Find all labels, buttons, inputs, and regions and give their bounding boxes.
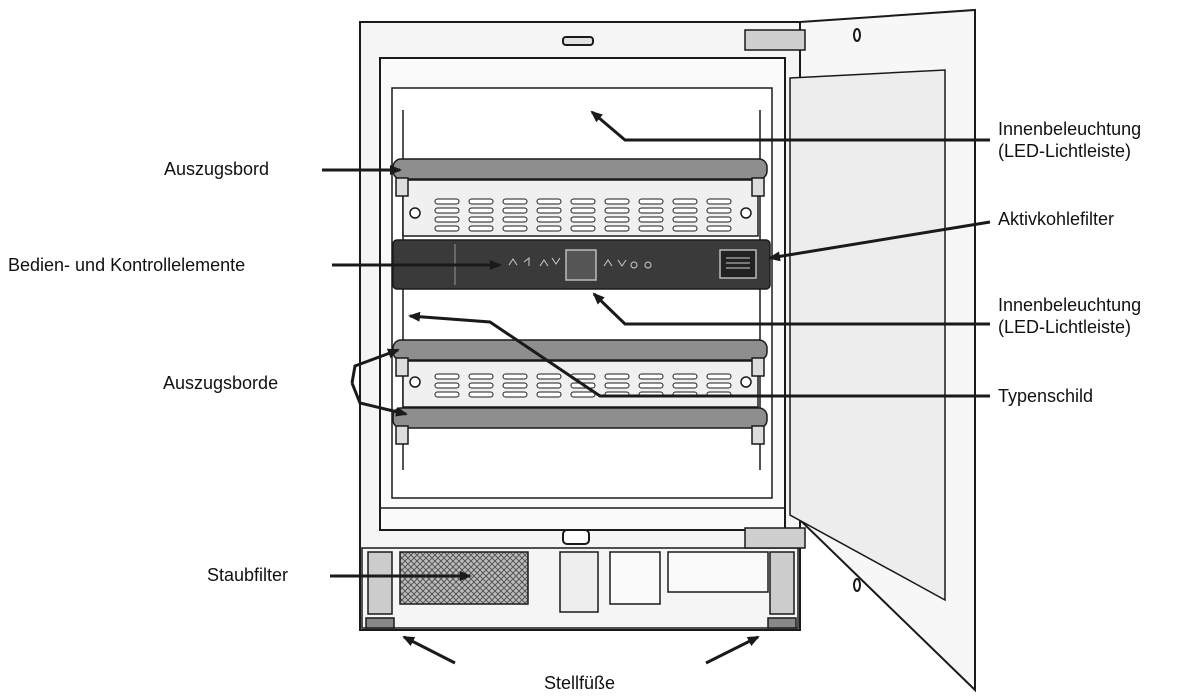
vent-slot <box>434 216 460 223</box>
vent-slot <box>604 225 630 232</box>
vent-slot <box>434 382 460 389</box>
vent-slot <box>706 207 732 214</box>
label-stellfuesse: Stellfüße <box>544 673 616 693</box>
vent-slot <box>706 225 732 232</box>
vent-slot <box>638 207 664 214</box>
label-innenbeleuchtung-1-line1: Innenbeleuchtung <box>998 119 1142 139</box>
vent-slot <box>434 391 460 398</box>
vent-slot <box>434 198 460 205</box>
vent-slot <box>604 216 630 223</box>
vent-slot <box>536 382 562 389</box>
vent-slot <box>604 207 630 214</box>
top-shelf <box>392 158 768 237</box>
vent-slot <box>638 198 664 205</box>
vent-slot <box>502 207 528 214</box>
vent-slot <box>536 216 562 223</box>
vent-slot <box>604 382 630 389</box>
vent-slots-top <box>434 198 732 232</box>
vent-slot <box>502 198 528 205</box>
vent-slot <box>468 382 494 389</box>
vent-slot <box>638 216 664 223</box>
vent-slot <box>706 216 732 223</box>
arrow-stellfuss-left <box>402 635 456 665</box>
vent-slot <box>638 225 664 232</box>
vent-slot <box>706 198 732 205</box>
vent-slot <box>502 225 528 232</box>
vent-slot <box>536 373 562 380</box>
cabinet <box>359 21 801 631</box>
vent-slot <box>434 373 460 380</box>
vent-slot <box>434 225 460 232</box>
label-auszugsborde: Auszugsborde <box>163 373 279 393</box>
vent-slot <box>638 373 664 380</box>
label-auszugsbord: Auszugsbord <box>164 159 270 179</box>
label-innenbeleuchtung-2-line2: (LED-Lichtleiste) <box>998 317 1132 337</box>
vent-slot <box>672 216 698 223</box>
arrow-auszugsborde-upper <box>350 348 400 384</box>
vent-slot <box>468 198 494 205</box>
vent-slot <box>536 391 562 398</box>
vent-slot <box>536 225 562 232</box>
vent-slot <box>570 391 596 398</box>
label-bedienelemente: Bedien- und Kontrollelemente <box>8 255 246 275</box>
arrow-innenbeleuchtung-2 <box>592 292 990 326</box>
vent-slot <box>468 373 494 380</box>
vent-slot <box>706 382 732 389</box>
label-typenschild: Typenschild <box>998 386 1094 406</box>
arrow-auszugsborde-lower <box>350 382 408 417</box>
vent-slot <box>468 391 494 398</box>
vent-slot <box>434 207 460 214</box>
vent-slot <box>570 198 596 205</box>
vent-slot <box>672 382 698 389</box>
arrow-aktivkohlefilter <box>768 220 991 262</box>
vent-slot <box>502 391 528 398</box>
vent-slot <box>604 373 630 380</box>
vent-slot <box>502 382 528 389</box>
arrow-typenschild <box>408 311 990 398</box>
vent-slot <box>604 198 630 205</box>
plinth <box>361 547 799 629</box>
vent-slot <box>536 207 562 214</box>
vent-slot <box>706 373 732 380</box>
label-innenbeleuchtung-1-line2: (LED-Lichtleiste) <box>998 141 1132 161</box>
vent-slot <box>570 207 596 214</box>
vent-slot <box>672 225 698 232</box>
vent-slot <box>468 216 494 223</box>
vent-slot <box>468 225 494 232</box>
vent-slot <box>468 207 494 214</box>
door <box>744 8 976 693</box>
vent-slot <box>502 216 528 223</box>
vent-slot <box>638 382 664 389</box>
callout-arrows <box>322 110 991 665</box>
vent-slot <box>672 207 698 214</box>
vent-slot <box>570 225 596 232</box>
arrow-innenbeleuchtung-1 <box>590 110 990 142</box>
label-innenbeleuchtung-2-line1: Innenbeleuchtung <box>998 295 1142 315</box>
vent-slot <box>570 216 596 223</box>
vent-slot <box>672 198 698 205</box>
control-panel <box>392 239 771 290</box>
vent-slot <box>672 373 698 380</box>
arrow-stellfuss-right <box>705 635 760 665</box>
label-staubfilter: Staubfilter <box>207 565 289 585</box>
vent-slot <box>536 198 562 205</box>
label-aktivkohlefilter: Aktivkohlefilter <box>998 209 1115 229</box>
vent-slot <box>502 373 528 380</box>
